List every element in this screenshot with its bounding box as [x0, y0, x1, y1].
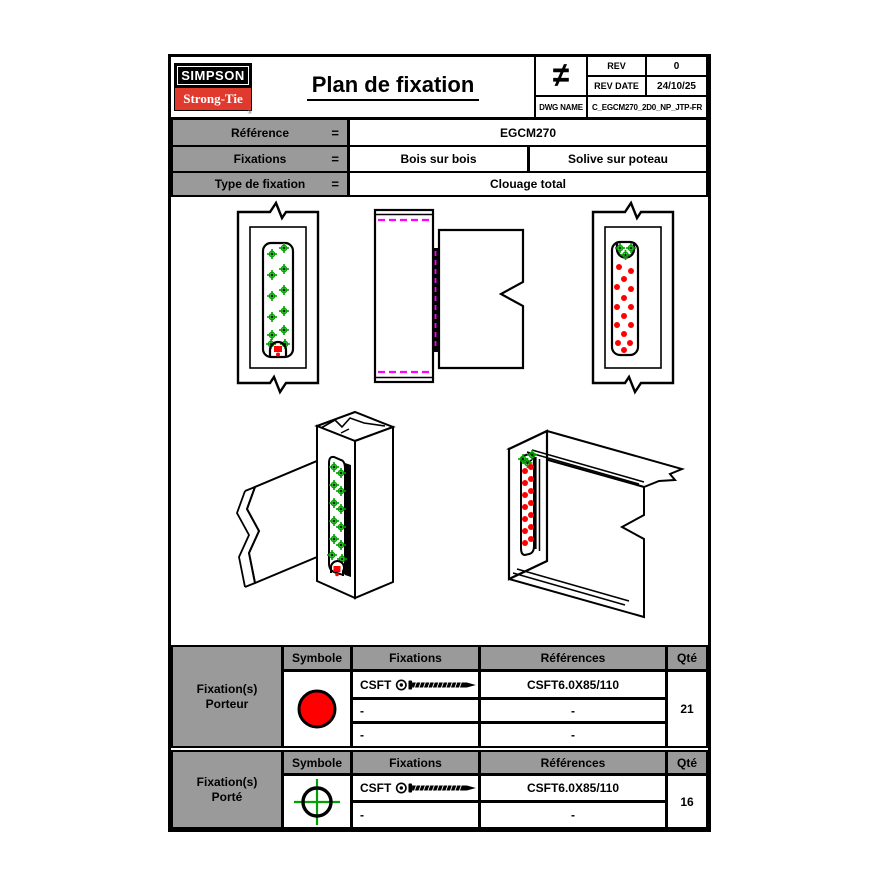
col-header-symbole: Symbole — [284, 647, 350, 669]
logo-strongtie: Strong-Tie ® — [174, 88, 252, 116]
drawing-iso-view-right — [506, 429, 686, 619]
porteur-qty-cell: 21 — [668, 672, 706, 746]
sheet-frame: SIMPSON Strong-Tie ® Plan de fixation ≠ … — [168, 54, 711, 832]
page-title: Plan de fixation — [253, 57, 533, 115]
porte-fixation-row-2: - — [353, 803, 478, 827]
porteur-reference-row-1: CSFT6.0X85/110 — [481, 672, 665, 697]
projection-symbol-cell: ≠ — [536, 56, 586, 95]
registered-mark: ® — [247, 110, 252, 116]
logo-strongtie-text: Strong-Tie — [183, 91, 243, 106]
col-header-qte: Qté — [668, 647, 706, 669]
rev-date-label: REV DATE — [588, 77, 645, 95]
dwg-name-value: C_EGCM270_2D0_NP_JTP-FR — [588, 97, 706, 117]
joist-side — [437, 228, 525, 370]
col-header-references: Références — [481, 752, 665, 773]
type-fixation-row-label: Type de fixation = — [173, 173, 347, 195]
porteur-fixation-row-2: - — [353, 700, 478, 721]
not-equal-projection-icon: ≠ — [552, 56, 570, 95]
equals-sign: = — [331, 151, 339, 167]
title-block: ≠ REV 0 REV DATE 24/10/25 DWG NAME C_EGC… — [534, 56, 708, 119]
porte-fixation-table: Fixation(s) Porté Symbole Fixations Réfé… — [171, 750, 708, 829]
fixations-row-label: Fixations = — [173, 147, 347, 171]
drawing-front-view-left — [236, 200, 320, 395]
green-crosshair-symbol-icon — [294, 778, 340, 825]
simpson-strongtie-logo: SIMPSON Strong-Tie ® — [174, 63, 252, 116]
porteur-group-label: Fixation(s) Porteur — [173, 647, 281, 746]
porte-fixation-row-1: CSFT — [353, 776, 478, 800]
equals-sign: = — [331, 125, 339, 140]
keyhole-detail-top — [614, 242, 637, 261]
porteur-reference-row-2: - — [481, 700, 665, 721]
porteur-fixation-table: Fixation(s) Porteur Symbole Fixations Ré… — [171, 645, 708, 748]
porteur-reference-row-3: - — [481, 724, 665, 746]
porteur-fixation-row-3: - — [353, 724, 478, 746]
header-band: SIMPSON Strong-Tie ® Plan de fixation ≠ … — [171, 56, 708, 119]
rev-label: REV — [588, 57, 645, 75]
screw-icon — [396, 679, 477, 690]
col-header-symbole: Symbole — [284, 752, 350, 773]
porte-reference-row-2: - — [481, 803, 665, 827]
porte-qty-cell: 16 — [668, 776, 706, 827]
porteur-symbol-cell — [284, 672, 350, 746]
keyhole-detail-iso2 — [517, 449, 538, 469]
porte-symbol-cell — [284, 776, 350, 827]
equals-sign: = — [331, 176, 339, 192]
porte-reference-row-1: CSFT6.0X85/110 — [481, 776, 665, 800]
reference-row-label: Référence = — [173, 120, 347, 145]
dwg-name-label: DWG NAME — [536, 97, 586, 117]
technical-drawings — [236, 200, 686, 619]
screw-icon — [396, 782, 477, 794]
reference-table: Référence = EGCM270 Fixations = Bois sur… — [171, 117, 708, 197]
drawing-side-view — [373, 208, 525, 384]
rev-date-value: 24/10/25 — [647, 77, 706, 95]
fixations-value-2: Solive sur poteau — [530, 147, 706, 171]
porte-group-label: Fixation(s) Porté — [173, 752, 281, 827]
keyhole-detail — [268, 340, 288, 357]
rev-value: 0 — [647, 57, 706, 75]
col-header-fixations: Fixations — [353, 752, 478, 773]
fixations-value-1: Bois sur bois — [350, 147, 527, 171]
porteur-fixation-row-1: CSFT — [353, 672, 478, 697]
col-header-fixations: Fixations — [353, 647, 478, 669]
slot-shadow — [345, 463, 351, 577]
type-fixation-value: Clouage total — [350, 173, 706, 195]
drawing-front-view-right — [591, 200, 675, 395]
keyhole-detail-iso — [330, 560, 345, 577]
reference-value: EGCM270 — [350, 120, 706, 145]
red-circle-symbol-icon — [297, 689, 337, 729]
col-header-references: Références — [481, 647, 665, 669]
logo-simpson: SIMPSON — [174, 63, 252, 88]
col-header-qte: Qté — [668, 752, 706, 773]
drawing-iso-view-left — [236, 410, 396, 600]
